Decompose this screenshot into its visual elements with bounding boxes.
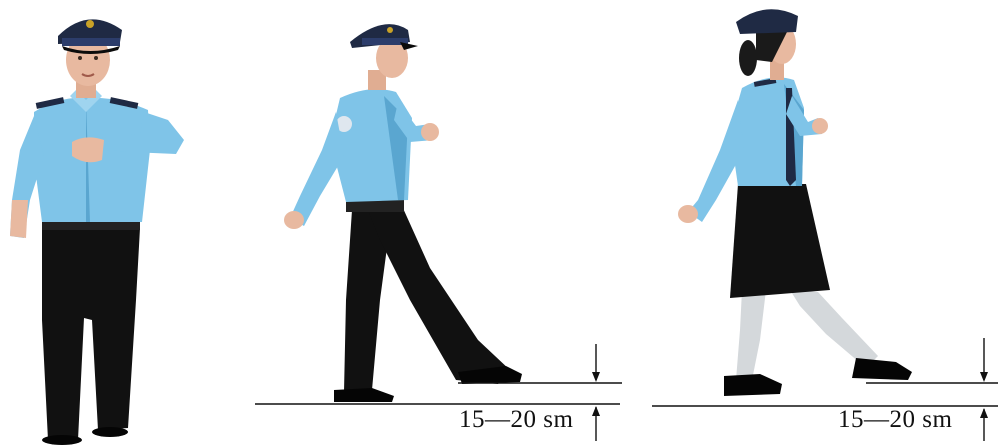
male-officer-front-view <box>10 19 184 445</box>
step-height-label-right: 15—20 sm <box>838 406 953 433</box>
measurement-guide-right <box>652 338 998 441</box>
male-officer-side-step <box>284 24 522 402</box>
measurement-guide-left <box>255 344 622 441</box>
step-height-label-left: 15—20 sm <box>459 406 574 433</box>
female-officer-side-step <box>678 9 912 396</box>
